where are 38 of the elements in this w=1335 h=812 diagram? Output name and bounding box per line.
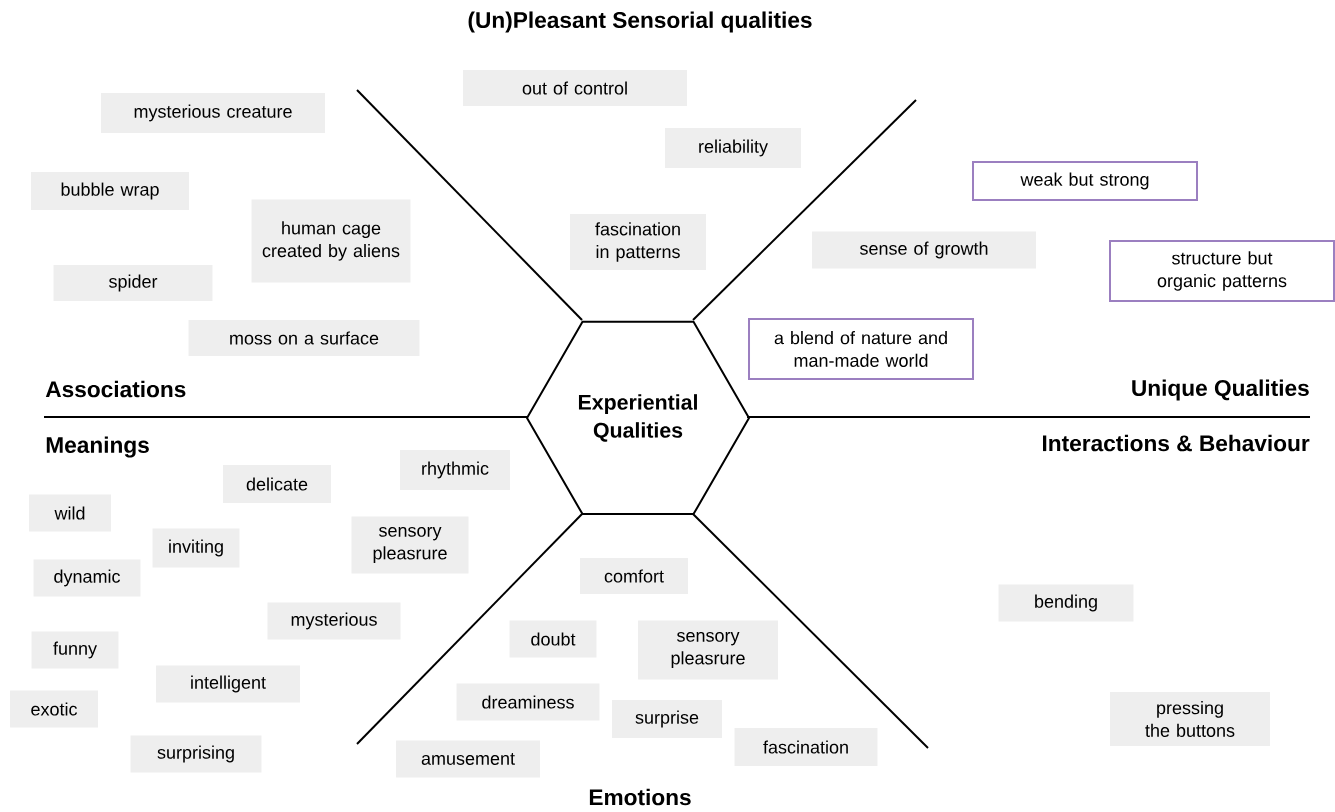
sticky-note: dreaminess [456,683,600,721]
sticky-note: fascination [734,728,878,766]
sticky-note: a blend of nature and man-made world [748,318,974,380]
sticky-note: doubt [509,620,597,658]
sticky-note: dynamic [33,559,141,597]
sticky-note: inviting [152,528,240,568]
section-heading: Associations [45,380,186,398]
sticky-note: bubble wrap [31,172,189,210]
sticky-note: human cage created by aliens [251,199,411,283]
sticky-note: amusement [396,740,540,778]
sticky-note: delicate [223,465,331,503]
sticky-note: structure but organic patterns [1109,240,1335,302]
sticky-note: mysterious creature [101,93,325,133]
sticky-note: rhythmic [400,450,510,490]
sticky-note: out of control [463,70,687,106]
sticky-note: mysterious [267,602,401,640]
sticky-note: comfort [580,558,688,594]
section-heading: (Un)Pleasant Sensorial qualities [468,11,812,33]
sticky-note: pressing the buttons [1110,692,1270,746]
sticky-note: intelligent [156,665,300,703]
sticky-note: sensory pleasrure [351,516,469,574]
sticky-note: surprising [130,735,262,773]
sticky-note: reliability [665,128,801,168]
sticky-note: sensory pleasrure [638,620,778,680]
sticky-note: wild [29,494,111,532]
section-heading: Meanings [46,436,149,458]
sticky-note: surprise [612,700,722,738]
sticky-note: spider [53,265,213,301]
section-heading: Emotions [589,788,691,806]
section-heading: Unique Qualities [1132,379,1309,401]
sticky-note: exotic [10,690,98,728]
section-heading: Interactions & Behaviour [1043,434,1310,452]
sticky-note: fascination in patterns [570,214,706,270]
sticky-note: funny [31,631,119,669]
sticky-note: moss on a surface [188,320,420,356]
sticky-note: weak but strong [972,161,1198,201]
sticky-note: sense of growth [812,231,1036,269]
sticky-note: bending [998,584,1134,622]
